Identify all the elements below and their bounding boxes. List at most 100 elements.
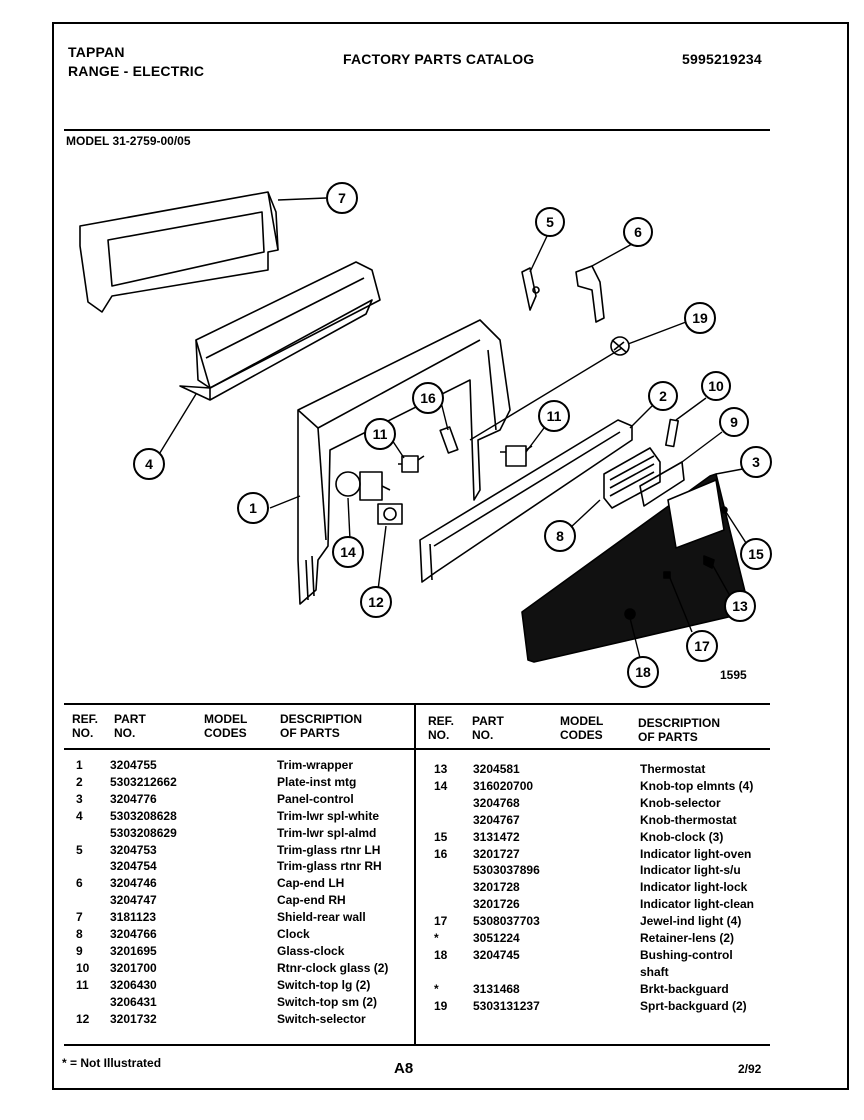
part-11-switch-large — [500, 445, 533, 467]
row-description: Cap-end LH — [277, 876, 345, 891]
part-19-backguard-support — [610, 336, 630, 356]
row-description: Trim-glass rtnr RH — [277, 859, 382, 874]
callout-1: 1 — [249, 500, 257, 516]
callout-8: 8 — [556, 528, 564, 544]
row-ref: 12 — [76, 1011, 90, 1026]
footnote-not-illustrated: * = Not Illustrated — [62, 1056, 162, 1070]
row-part-number: 3201728 — [473, 880, 520, 895]
row-part-number: 3204768 — [473, 795, 520, 810]
callout-labels: 7 4 1 5 6 19 16 11 11 2 10 9 3 8 14 12 1… — [145, 190, 764, 680]
row-part-number: 3204745 — [473, 947, 520, 962]
header-ref-right: REF.NO. — [428, 714, 455, 742]
row-ref: 2 — [76, 774, 83, 789]
callout-7: 7 — [338, 190, 346, 206]
part-1-trim-wrapper — [297, 319, 511, 605]
header-ref-left: REF.NO. — [72, 712, 99, 740]
row-part-number: 3206431 — [110, 994, 157, 1009]
callout-4: 4 — [145, 456, 153, 472]
revision-date: 2/92 — [738, 1062, 762, 1076]
callout-12: 12 — [368, 594, 384, 610]
row-part-number: 5303037896 — [473, 863, 540, 878]
row-description: Indicator light-clean — [640, 897, 755, 912]
part-11-switch-small — [398, 455, 425, 473]
row-ref: 10 — [76, 960, 90, 975]
callout-6: 6 — [634, 224, 642, 240]
row-description: shaft — [640, 964, 669, 979]
row-description: Switch-top lg (2) — [277, 977, 371, 992]
part-9-clock-glass — [639, 461, 685, 507]
row-ref: 5 — [76, 842, 83, 857]
row-description: Brkt-backguard — [640, 981, 729, 996]
row-ref: 9 — [76, 943, 83, 958]
row-part-number: 5303131237 — [473, 998, 540, 1013]
row-part-number: 3201726 — [473, 897, 520, 912]
part-16-indicator-light — [439, 426, 459, 454]
catalog-number: 5995219234 — [682, 51, 762, 67]
row-description: Thermostat — [640, 762, 706, 776]
callout-15: 15 — [748, 546, 764, 562]
callout-13: 14 — [340, 544, 356, 560]
row-part-number: 3204753 — [110, 842, 157, 857]
row-description: Trim-lwr spl-almd — [277, 825, 377, 840]
callout-17: 17 — [694, 638, 710, 654]
row-part-number: 3201727 — [473, 846, 520, 861]
row-part-number: 5303212662 — [110, 774, 177, 789]
row-ref: * — [434, 931, 439, 945]
part-6-end-cap — [575, 265, 605, 323]
row-description: Indicator light-oven — [640, 846, 752, 861]
row-ref: 19 — [434, 998, 448, 1013]
row-part-number: 3204754 — [110, 859, 157, 874]
part-14-knob — [703, 555, 715, 569]
part-15-clock-knob — [720, 506, 728, 514]
row-description: Rtnr-clock glass (2) — [277, 960, 389, 975]
brand-name: TAPPAN — [68, 44, 125, 60]
row-ref: 1 — [76, 758, 83, 772]
part-3-control-panel — [521, 473, 751, 663]
callout-11-right: 11 — [547, 408, 562, 424]
row-ref: 17 — [434, 914, 448, 929]
part-5-glass-retainer — [521, 267, 540, 311]
row-part-number: 3204746 — [110, 876, 157, 891]
page-number: A8 — [394, 1060, 414, 1077]
row-part-number: 3201732 — [110, 1011, 157, 1026]
row-ref: 18 — [434, 947, 448, 962]
catalog-title: FACTORY PARTS CATALOG — [343, 51, 535, 67]
row-ref: 16 — [434, 846, 448, 861]
row-part-number: 3131468 — [473, 981, 520, 996]
row-part-number: 5308037703 — [473, 914, 540, 929]
row-part-number: 3201700 — [110, 960, 157, 975]
row-part-number: 3051224 — [473, 931, 520, 945]
callout-2: 2 — [659, 388, 667, 404]
model-label: MODEL 31-2759-00/05 — [66, 134, 191, 148]
callout-10: 10 — [708, 378, 724, 394]
row-part-number: 3204766 — [110, 927, 157, 941]
callout-circles — [133, 182, 772, 688]
row-description: Switch-selector — [277, 1011, 366, 1026]
callout-9: 9 — [730, 414, 738, 430]
row-ref: 11 — [76, 977, 89, 992]
part-4-trim-lower — [179, 261, 381, 401]
page-frame — [52, 22, 849, 1090]
callout-3: 3 — [752, 454, 760, 470]
row-ref: 15 — [434, 829, 448, 844]
table-top-rule — [64, 703, 770, 705]
part-12-selector-switch — [377, 503, 403, 525]
row-description: Clock — [277, 927, 310, 941]
part-18-bushing — [624, 608, 636, 620]
leader-lines — [157, 197, 749, 659]
row-description: Shield-rear wall — [277, 910, 366, 925]
row-description: Retainer-lens (2) — [640, 931, 735, 945]
row-ref: 6 — [76, 876, 83, 891]
row-part-number: 3204776 — [110, 791, 157, 806]
callout-19: 19 — [692, 310, 708, 326]
row-description: Switch-top sm (2) — [277, 994, 378, 1009]
part-2-instrument-plate — [419, 419, 633, 583]
callout-5: 5 — [546, 214, 554, 230]
callout-14: 13 — [732, 598, 748, 614]
product-category: RANGE - ELECTRIC — [68, 63, 205, 79]
row-description: Sprt-backguard (2) — [640, 998, 747, 1013]
